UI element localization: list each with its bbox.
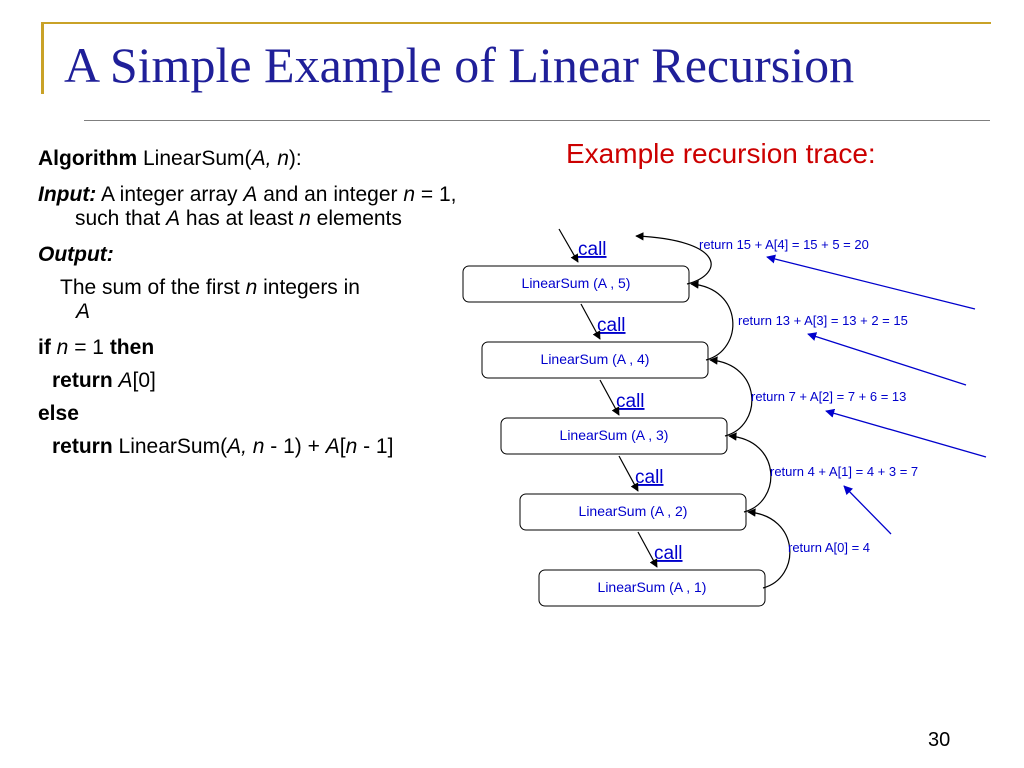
return-arrow <box>709 356 753 437</box>
trace-node-label: LinearSum (A , 2) <box>579 503 688 519</box>
return-value-label: return 7 + A[2] = 7 + 6 = 13 <box>751 389 906 404</box>
result-link-arrow <box>825 408 987 458</box>
result-link-arrow <box>843 485 892 535</box>
call-label: call <box>597 315 626 336</box>
algorithm-output-label: Output: <box>38 243 114 266</box>
call-label: call <box>616 391 645 412</box>
return-arrow <box>747 508 791 589</box>
algorithm-output-text: The sum of the first n integers in A <box>60 276 360 323</box>
call-arrow <box>618 455 639 492</box>
initial-call-arrow <box>558 228 579 263</box>
trace-node-label: LinearSum (A , 4) <box>541 351 650 367</box>
return-value-label: return 15 + A[4] = 15 + 5 = 20 <box>699 237 869 252</box>
algorithm-else-line: else <box>38 402 79 425</box>
frame-horizontal-line <box>41 22 991 24</box>
trace-node-label: LinearSum (A , 3) <box>560 427 669 443</box>
algorithm-header: Algorithm LinearSum(A, n): <box>38 147 302 170</box>
trace-node-label: LinearSum (A , 5) <box>522 275 631 291</box>
algorithm-input: Input: A integer array A and an integer … <box>38 183 457 230</box>
trace-title: Example recursion trace: <box>566 138 876 169</box>
algorithm-return-base: return A[0] <box>52 369 156 392</box>
return-value-label: return 4 + A[1] = 4 + 3 = 7 <box>770 464 918 479</box>
return-arrow <box>690 280 734 361</box>
result-link-arrow <box>766 254 976 310</box>
call-label: call <box>635 467 664 488</box>
call-arrow <box>637 531 658 568</box>
title-underline <box>84 120 990 121</box>
frame-vertical-line <box>41 22 44 94</box>
call-label: call <box>654 543 683 564</box>
return-arrow <box>728 432 772 513</box>
call-label: call <box>578 239 607 260</box>
trace-node-label: LinearSum (A , 1) <box>598 579 707 595</box>
call-arrow <box>599 379 620 416</box>
algorithm-block: Algorithm LinearSum(A, n): Input: A inte… <box>38 147 483 471</box>
call-arrow <box>580 303 601 340</box>
return-value-label: return 13 + A[3] = 13 + 2 = 15 <box>738 313 908 328</box>
trace-layer: LinearSum (A , 5) call return 15 + A[4] = … <box>462 228 987 607</box>
return-arrow <box>635 232 712 285</box>
return-value-label: return A[0] = 4 <box>788 540 870 555</box>
algorithm-if-line: if n = 1 then <box>38 336 155 359</box>
page-number: 30 <box>928 729 951 751</box>
algorithm-return-recursive: return LinearSum(A, n - 1) + A[n - 1] <box>52 435 394 458</box>
slide-title: A Simple Example of Linear Recursion <box>64 37 855 93</box>
result-link-arrow <box>807 332 967 386</box>
